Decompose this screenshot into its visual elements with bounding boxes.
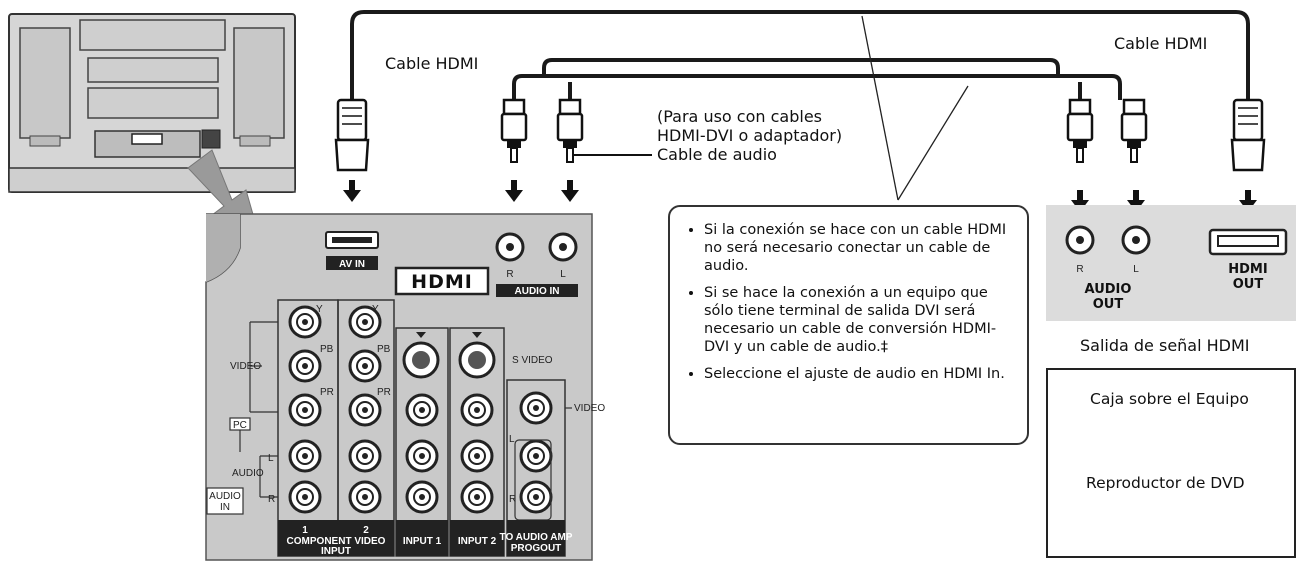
note-item: Si la conexión se hace con un cable HDMI… xyxy=(704,221,1015,275)
y-label-2: Y xyxy=(372,304,379,315)
hdmi-cable xyxy=(350,10,1250,100)
progout-l-label: L xyxy=(509,434,515,445)
hdmi-signal-output-label: Salida de señal HDMI xyxy=(1080,336,1250,355)
set-top-box-label: Caja sobre el Equipo xyxy=(1090,390,1249,408)
audio-cable xyxy=(512,58,1122,100)
y-label-1: Y xyxy=(316,304,323,315)
audio-r-small: R xyxy=(268,494,275,505)
input-2-label: INPUT 2 xyxy=(458,536,497,547)
down-arrow-icon xyxy=(343,190,361,202)
source-audio-r-label: R xyxy=(1076,264,1083,275)
callout-lines xyxy=(861,15,969,201)
component-1-number: 1 xyxy=(302,525,308,536)
to-audio-amp-label: TO AUDIO AMP xyxy=(500,532,573,543)
pc-label: PC xyxy=(233,420,247,431)
hdmi-plug-right-icon xyxy=(1230,98,1266,172)
tv-audio-l-label: L xyxy=(560,269,566,280)
hdmi-out-label-line1: HDMI xyxy=(1228,262,1267,277)
audio-l-small: L xyxy=(268,453,274,464)
tv-rear-thumbnail xyxy=(8,13,296,193)
av-in-label: AV IN xyxy=(339,259,365,270)
bottom-label-strip: 1 2 COMPONENT VIDEO INPUT INPUT 1 INPUT … xyxy=(278,520,573,557)
source-output-panel: R L AUDIO OUT HDMI OUT xyxy=(1046,205,1296,321)
devices-box: Caja sobre el Equipo Reproductor de DVD xyxy=(1046,368,1296,558)
input-1-label: INPUT 1 xyxy=(403,536,442,547)
component-video-label: COMPONENT VIDEO xyxy=(287,536,386,547)
pb-label-2: PB xyxy=(377,344,391,355)
hdmi-out-label-line2: OUT xyxy=(1233,277,1264,292)
audio-left-label: AUDIO xyxy=(232,468,264,479)
hdmi-plug-left-icon xyxy=(334,98,370,172)
s-video-label: S VIDEO xyxy=(512,355,553,366)
tv-audio-r-label: R xyxy=(506,269,513,280)
audio-in-box-line1: AUDIO xyxy=(209,491,241,502)
hdmi-cable-label-right: Cable HDMI xyxy=(1114,34,1208,53)
component-jack-grid xyxy=(288,305,553,514)
source-audio-l-label: L xyxy=(1133,264,1139,275)
adapter-note-line1: (Para uso con cables xyxy=(657,107,822,126)
video-right-label: VIDEO xyxy=(574,403,605,414)
pr-label-1: PR xyxy=(320,387,334,398)
hdmi-logo: HDMI xyxy=(394,266,490,296)
tv-audio-in-label: AUDIO IN xyxy=(515,286,560,297)
note-item: Seleccione el ajuste de audio en HDMI In… xyxy=(704,365,1015,383)
pr-label-2: PR xyxy=(377,387,391,398)
dvd-player-label: Reproductor de DVD xyxy=(1086,474,1245,492)
audio-out-label-line2: OUT xyxy=(1093,297,1124,312)
down-arrow-icon xyxy=(561,190,579,202)
audio-cable-label: Cable de audio xyxy=(657,145,777,164)
progout-r-label: R xyxy=(509,494,516,505)
down-arrow-icon xyxy=(505,190,523,202)
audio-out-label-line1: AUDIO xyxy=(1085,282,1132,297)
video-left-label: VIDEO xyxy=(230,361,261,372)
component-2-number: 2 xyxy=(363,525,369,536)
rca-plugs-left-icon xyxy=(500,98,584,163)
component-input-label: INPUT xyxy=(321,546,351,557)
rca-plugs-right-icon xyxy=(1066,98,1148,163)
note-item: Si se hace la conexión a un equipo que s… xyxy=(704,284,1015,356)
s-video-jacks: S VIDEO xyxy=(402,332,553,379)
av-in-hdmi-port: AV IN xyxy=(325,231,379,270)
hdmi-cable-label-left: Cable HDMI xyxy=(385,54,479,73)
notes-list: Si la conexión se hace con un cable HDMI… xyxy=(684,221,1015,383)
tv-side-labels: VIDEO PC AUDIO L R AUDIO IN xyxy=(206,321,278,515)
audio-in-box-line2: IN xyxy=(220,502,230,513)
notes-box: Si la conexión se hace con un cable HDMI… xyxy=(668,205,1029,445)
hdmi-logo-text: HDMI xyxy=(411,271,473,293)
pb-label-1: PB xyxy=(320,344,334,355)
tv-audio-in: R L AUDIO IN xyxy=(495,232,578,297)
progout-label: PROGOUT xyxy=(511,543,562,554)
adapter-note-line2: HDMI-DVI o adaptador) xyxy=(657,126,843,145)
